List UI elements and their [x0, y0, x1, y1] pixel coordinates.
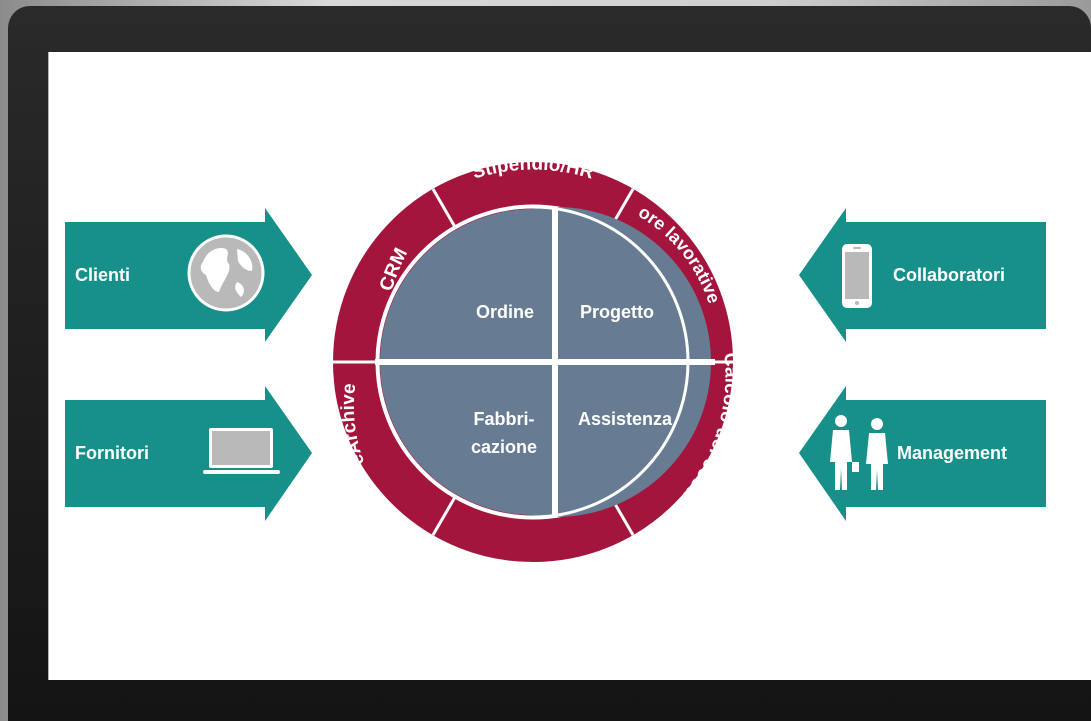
arrow-collaboratori: Collaboratori [799, 208, 1046, 342]
laptop-icon [203, 428, 280, 474]
arrow-label-management: Management [897, 443, 1007, 463]
arrow-label-collaboratori: Collaboratori [893, 265, 1005, 285]
quadrant-assistenza: Assistenza [578, 409, 673, 429]
business-people-icon [830, 415, 888, 490]
globe-icon [187, 234, 265, 312]
arrow-label-fornitori: Fornitori [75, 443, 149, 463]
smartphone-icon [842, 244, 872, 308]
quadrant-ordine: Ordine [476, 302, 534, 322]
ring-segment-finanze: Finanze [495, 577, 571, 601]
core-circle [375, 205, 715, 519]
quadrant-fabbricazione-line1: Fabbri- [474, 409, 535, 429]
arrow-fornitori: Fornitori [65, 386, 312, 521]
quadrant-progetto: Progetto [580, 302, 654, 322]
arrow-clienti: Clienti [65, 208, 312, 342]
arrow-management: Management [799, 386, 1046, 521]
arrow-label-clienti: Clienti [75, 265, 130, 285]
quadrant-fabbricazione-line2: cazione [471, 437, 537, 457]
